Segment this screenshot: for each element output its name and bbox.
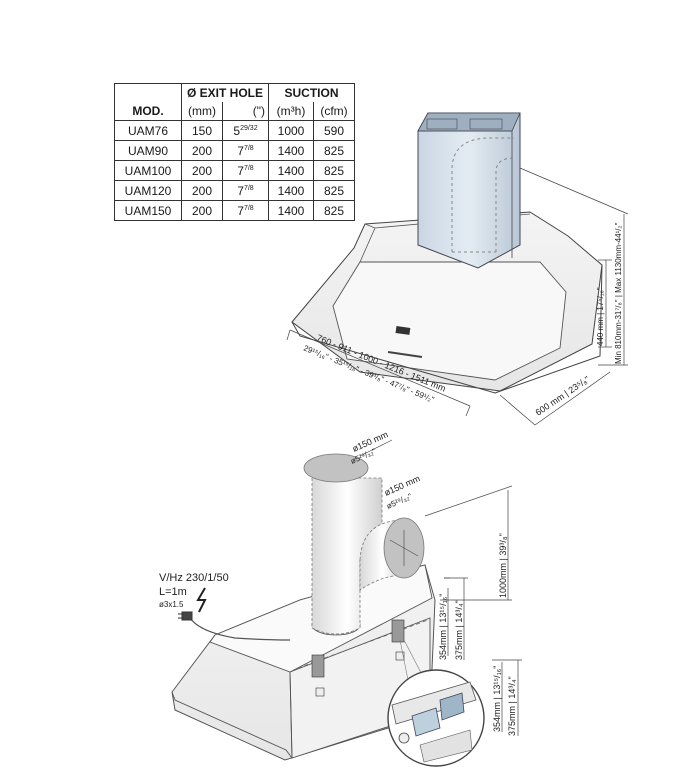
hood-bottom-rim — [291, 264, 603, 394]
top-dimension-lines — [286, 167, 629, 426]
table-row: UAM100 200 77/8 1400 825 — [114, 160, 355, 181]
table-header-row: Ø EXIT HOLE SUCTION — [114, 83, 355, 102]
bracket-max-dimension: 375mm | 14³/₄" — [454, 600, 464, 660]
chimney-vent-grille — [426, 118, 503, 130]
cell-mm: 200 — [181, 180, 223, 201]
power-cable — [189, 617, 291, 641]
detail-max-dimension: 375mm | 14³/₄" — [507, 676, 517, 736]
table-row: UAM90 200 77/8 1400 825 — [114, 140, 355, 161]
depth-dimension: 600 mm | 23⁵/₈" — [534, 374, 592, 418]
cell-mm: 150 — [181, 120, 223, 141]
chimney-cover — [417, 112, 521, 269]
cell-model: UAM100 — [114, 160, 182, 181]
spec-table: Ø EXIT HOLE SUCTION MOD. (mm) (") (m³h) … — [114, 83, 355, 221]
cell-cfm: 825 — [313, 200, 355, 221]
bottom-installation-drawing: V/Hz 230/1/50 L=1m ø3x1.5 ø150 mm ø5²⁹/₃… — [159, 429, 522, 767]
table-row: UAM150 200 77/8 1400 825 — [114, 200, 355, 221]
front-light-strip — [387, 351, 423, 358]
top-duct-leader — [359, 439, 393, 457]
voltage-label: V/Hz 230/1/50 — [159, 572, 229, 584]
cable-section-label: ø3x1.5 — [159, 600, 184, 609]
cell-m3h: 1400 — [268, 140, 314, 161]
hood-height-dimension: 440 mm | 17⁵/₁₆" — [596, 287, 605, 346]
exit-hole-header: Ø EXIT HOLE — [181, 83, 269, 102]
cell-m3h: 1400 — [268, 200, 314, 221]
control-panel — [395, 326, 411, 335]
cell-mm: 200 — [181, 200, 223, 221]
top-hood-drawing: 760 - 911 - 1000 - 1216 - 1511 mm 29¹⁵/₁… — [286, 112, 629, 426]
detail-min-dimension: 354mm | 13¹⁵/₁₆" — [492, 666, 502, 732]
table-row: UAM120 200 77/8 1400 825 — [114, 180, 355, 201]
internal-duct-dashed — [451, 137, 515, 252]
plug-icon — [178, 611, 193, 621]
total-height-dimension: Min 810mm-31⁷/₈" | Max 1130mm-44¹/₂" — [614, 222, 623, 364]
insert-corner — [289, 671, 293, 759]
bracket-min-dimension: 354mm | 13¹⁵/₁₆" — [438, 594, 448, 660]
detail-bracket-closeup — [391, 681, 477, 763]
duct-height-dimension: 1000mm | 39³/₈" — [498, 533, 508, 598]
cell-model: UAM120 — [114, 180, 182, 201]
cell-cfm: 590 — [313, 120, 355, 141]
chimney-top — [417, 112, 521, 132]
cell-in: 77/8 — [222, 200, 269, 221]
cable-length-label: L=1m — [159, 586, 187, 598]
cell-m3h: 1400 — [268, 180, 314, 201]
cell-m3h: 1400 — [268, 160, 314, 181]
hood-front-face — [332, 261, 567, 381]
table-subheader-row: MOD. (mm) (") (m³h) (cfm) — [114, 102, 355, 121]
lightning-bolt-icon — [196, 587, 207, 613]
unit-cfm-header: (cfm) — [313, 102, 355, 121]
top-duct-opening — [303, 453, 369, 483]
mounting-bracket-left — [311, 654, 325, 697]
insert-left-edge — [171, 691, 293, 759]
mounting-bracket-right — [391, 619, 405, 661]
suction-header: SUCTION — [268, 83, 355, 102]
bottom-dimension-lines — [424, 485, 513, 660]
detail-dimension-lines — [492, 659, 522, 736]
cell-model: UAM150 — [114, 200, 182, 221]
